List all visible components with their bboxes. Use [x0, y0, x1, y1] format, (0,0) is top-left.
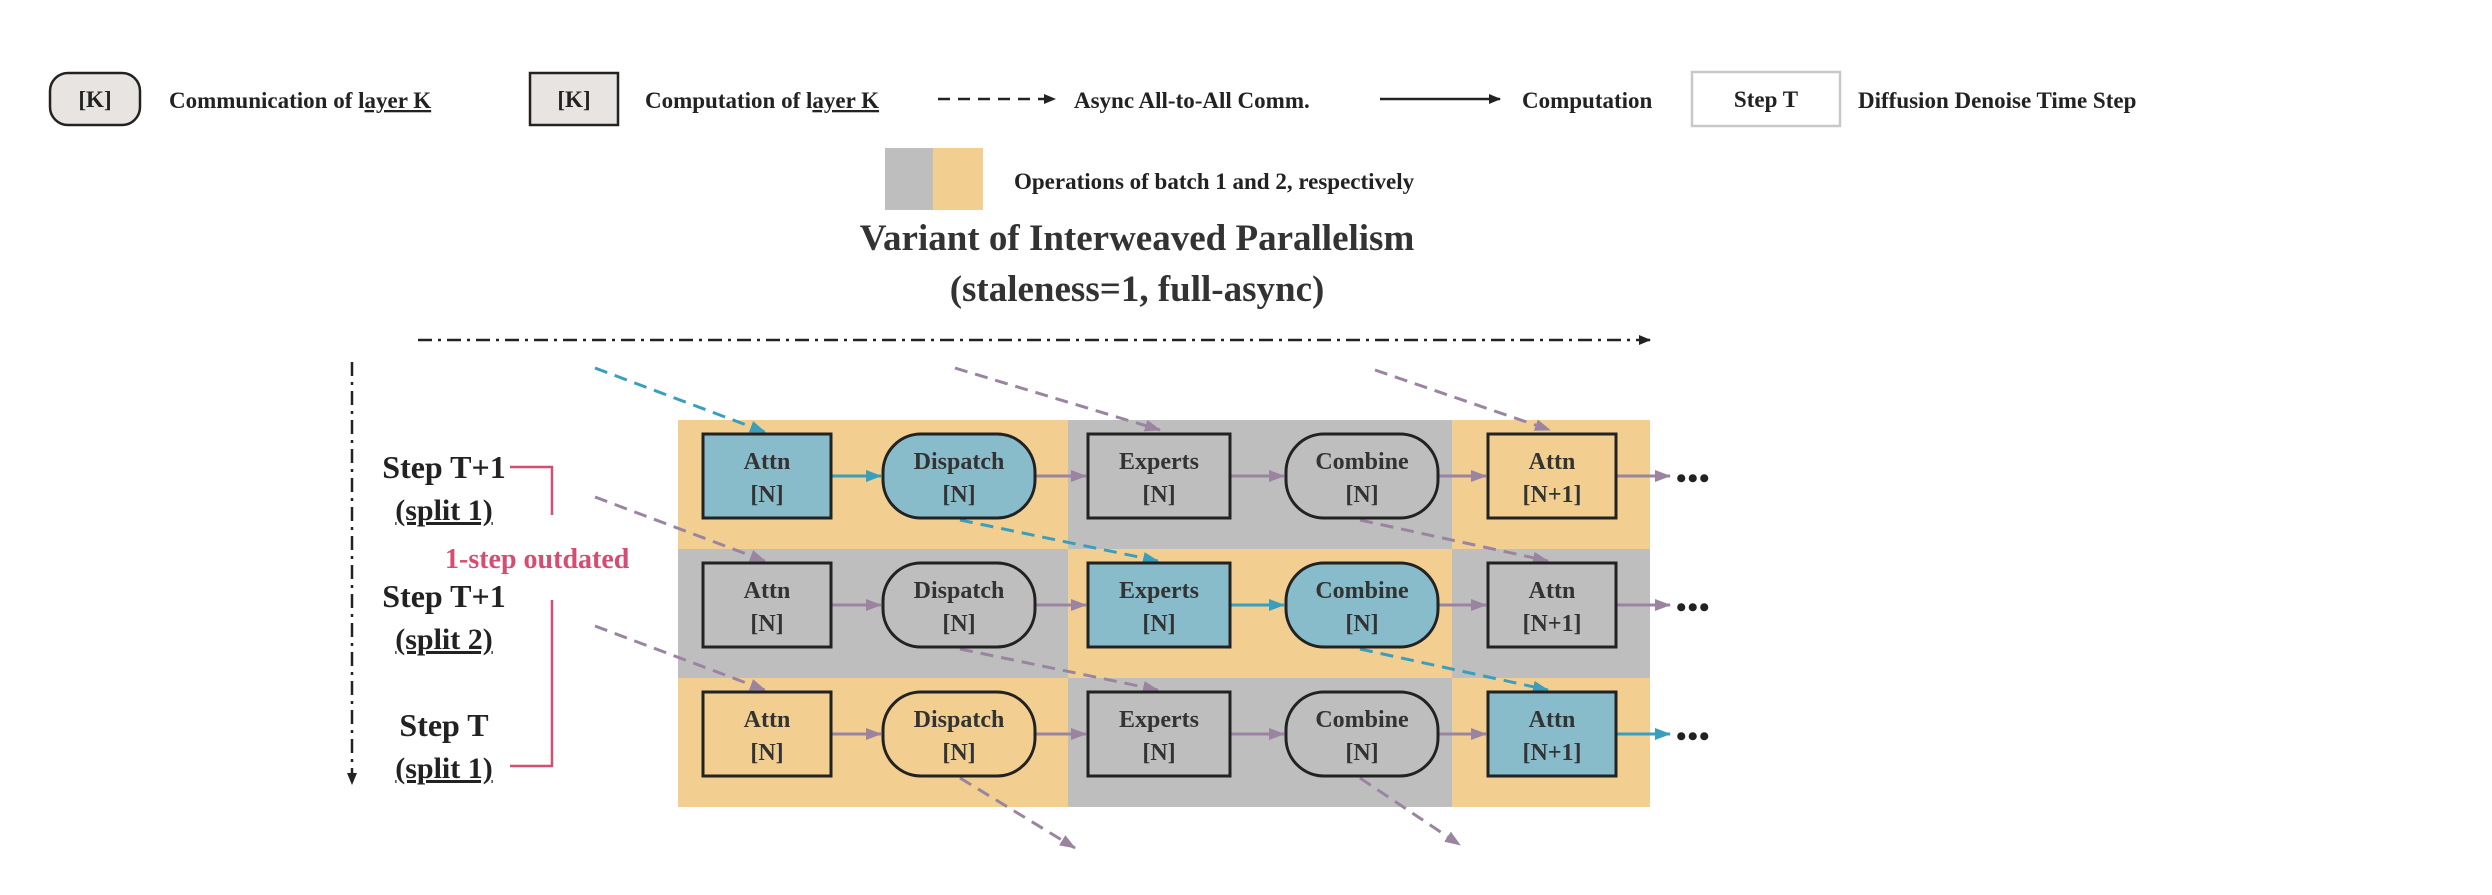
- op-box-dispatch: [881, 690, 1037, 778]
- legend-step-box-text: Step T: [1734, 87, 1798, 112]
- op-box-experts: [1086, 561, 1232, 649]
- async-arrow-dispatch: [959, 647, 1159, 693]
- op-name: Dispatch: [914, 707, 1005, 733]
- op-layer: [N]: [750, 611, 783, 637]
- diagram-subtitle: (staleness=1, full-async): [950, 269, 1325, 310]
- op-layer: [N]: [942, 740, 975, 766]
- legend-batch: Operations of batch 1 and 2, respectivel…: [885, 148, 1415, 210]
- op-name: Dispatch: [914, 578, 1005, 604]
- op-name: Experts: [1119, 578, 1199, 604]
- row-step-label: Step T+1: [382, 578, 505, 614]
- operation-boxes: Attn [N] Dispatch [N] Experts [N] Combine [N] At…: [701, 432, 1618, 778]
- op-box-dispatch: [881, 432, 1037, 520]
- op-layer: [N+1]: [1523, 482, 1582, 508]
- row-step-label: Step T+1: [382, 449, 505, 485]
- op-name: Combine: [1315, 707, 1409, 733]
- op-layer: [N]: [1345, 740, 1378, 766]
- async-arrow-in-attn: [594, 495, 766, 563]
- outdated-bracket: [510, 465, 554, 768]
- legend-comp-label: Computation of layer K: [645, 88, 879, 113]
- op-layer: [N+1]: [1523, 740, 1582, 766]
- op-layer: [N]: [1142, 482, 1175, 508]
- op-box-attn: [1486, 432, 1618, 520]
- legend-batch-label: Operations of batch 1 and 2, respectivel…: [1014, 169, 1415, 194]
- diagram-title: Variant of Interweaved Parallelism: [860, 218, 1415, 259]
- op-box-attn: [701, 690, 833, 778]
- legend-async: Async All-to-All Comm.: [938, 88, 1310, 113]
- op-box-attn: [701, 432, 833, 520]
- op-name: Combine: [1315, 578, 1409, 604]
- op-box-experts: [1086, 432, 1232, 520]
- op-layer: [N]: [750, 740, 783, 766]
- legend-comm-label: Communication of layer K: [169, 88, 431, 113]
- op-box-experts: [1086, 690, 1232, 778]
- legend-step-box: [1690, 70, 1842, 128]
- async-arrow-combine: [1359, 647, 1549, 693]
- op-name: Attn: [1529, 578, 1576, 604]
- op-layer: [N+1]: [1523, 611, 1582, 637]
- async-arrow-dispatch: [959, 776, 1076, 850]
- async-arrow-in-attn: [594, 366, 766, 434]
- row-split-label: (split 2): [395, 623, 493, 656]
- op-layer: [N]: [1142, 740, 1175, 766]
- legend: [K] Communication of layer K [K] Computa…: [48, 70, 2136, 210]
- op-box-attn: [1486, 561, 1618, 649]
- legend-comp-box: [528, 71, 620, 127]
- op-name: Experts: [1119, 449, 1199, 475]
- legend-comp-box-text: [K]: [557, 87, 590, 112]
- row-split-label: (split 1): [395, 752, 493, 785]
- async-arrow-combine: [1359, 518, 1549, 564]
- outdated-label: 1-step outdated: [445, 544, 630, 575]
- legend-comm-box-text: [K]: [78, 87, 111, 112]
- op-layer: [N]: [942, 482, 975, 508]
- row-split-label: (split 1): [395, 494, 493, 527]
- legend-comm-box: [48, 71, 142, 127]
- op-box-combine: [1284, 690, 1440, 778]
- legend-comp-arrow: Computation: [1380, 88, 1653, 113]
- op-layer: [N]: [942, 611, 975, 637]
- legend-communication: [K] Communication of layer K: [48, 71, 431, 127]
- legend-computation: [K] Computation of layer K: [528, 71, 879, 127]
- async-arrow-dispatch: [959, 518, 1159, 564]
- op-layer: [N]: [1345, 482, 1378, 508]
- async-arrow-in-experts: [954, 366, 1161, 432]
- op-name: Attn: [1529, 707, 1576, 733]
- op-box-combine: [1284, 561, 1440, 649]
- op-name: Combine: [1315, 449, 1409, 475]
- ellipsis: •••: [1676, 720, 1711, 753]
- row-labels: Step T+1 (split 1) Step T+1 (split 2) Step T…: [382, 449, 505, 785]
- op-layer: [N]: [750, 482, 783, 508]
- ellipsis: •••: [1676, 591, 1711, 624]
- op-layer: [N]: [1142, 611, 1175, 637]
- flow-arrows: [594, 366, 1671, 850]
- op-box-attn: [701, 561, 833, 649]
- op-name: Attn: [744, 707, 791, 733]
- op-name: Attn: [744, 578, 791, 604]
- op-box-dispatch: [881, 561, 1037, 649]
- legend-step: Step T Diffusion Denoise Time Step: [1690, 70, 2136, 128]
- op-box-combine: [1284, 432, 1440, 520]
- legend-comp-arrow-label: Computation: [1522, 88, 1653, 113]
- op-name: Dispatch: [914, 449, 1005, 475]
- op-layer: [N]: [1345, 611, 1378, 637]
- legend-step-label: Diffusion Denoise Time Step: [1858, 88, 2136, 113]
- async-arrow-in-attn-next: [1374, 368, 1551, 432]
- op-box-attn: [1486, 690, 1618, 778]
- legend-batch1-swatch: [885, 148, 933, 210]
- row-step-label: Step T: [399, 707, 488, 743]
- op-name: Attn: [744, 449, 791, 475]
- op-name: Experts: [1119, 707, 1199, 733]
- legend-async-label: Async All-to-All Comm.: [1074, 88, 1310, 113]
- legend-batch2-swatch: [933, 148, 983, 210]
- ellipsis: •••: [1676, 462, 1711, 495]
- async-arrow-in-attn: [594, 624, 766, 692]
- continuation-ellipses: ••• ••• •••: [1676, 462, 1711, 753]
- op-name: Attn: [1529, 449, 1576, 475]
